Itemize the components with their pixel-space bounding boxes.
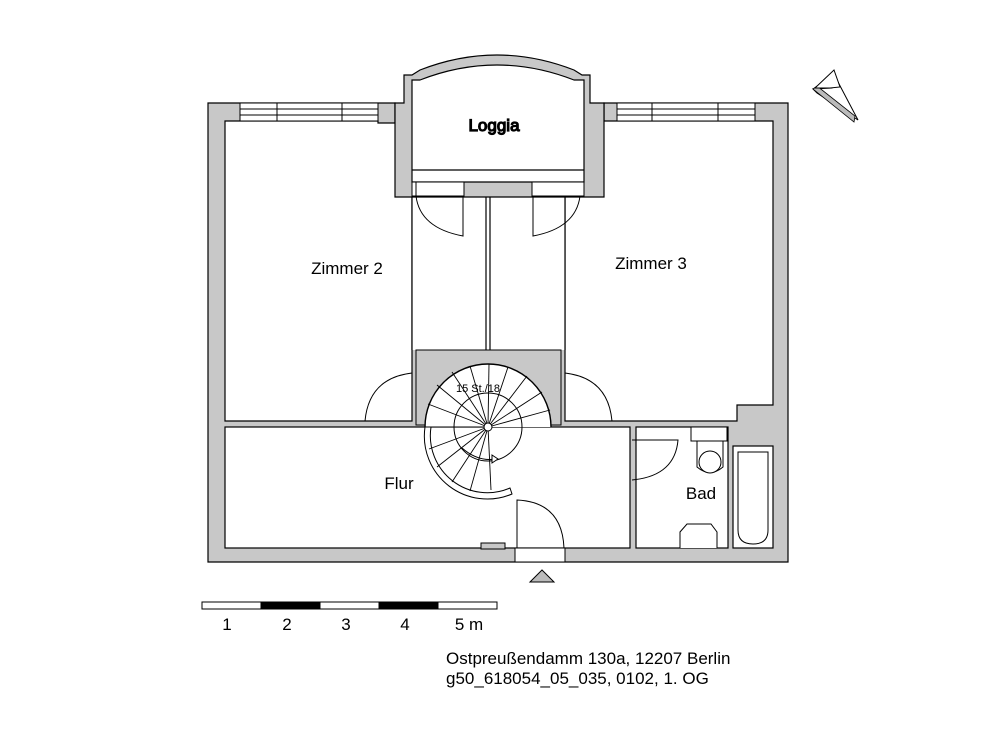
sink — [679, 523, 718, 548]
loggia: Loggia — [394, 54, 605, 198]
scale-tick-2: 2 — [282, 615, 291, 634]
room-label-bad: Bad — [686, 484, 716, 503]
rooms — [224, 120, 774, 549]
address: Ostpreußendamm 130a, 12207 Berlin — [446, 649, 731, 668]
bathtub — [737, 451, 769, 545]
doors — [364, 181, 679, 563]
north-arrow-icon — [811, 69, 859, 123]
entrance-arrow-icon — [528, 569, 556, 583]
toilet-tank — [690, 426, 728, 442]
scale-tick-4: 4 — [400, 615, 409, 634]
scale-tick-3: 3 — [341, 615, 350, 634]
scale-tick-5: 5 m — [455, 615, 483, 634]
windows — [239, 102, 756, 122]
room-label-flur: Flur — [384, 474, 414, 493]
scale-tick-1: 1 — [222, 615, 231, 634]
reference: g50_618054_05_035, 0102, 1. OG — [446, 669, 709, 688]
stair-label: 15 St./18 — [456, 383, 500, 395]
room-label-zimmer-2: Zimmer 2 — [311, 259, 383, 278]
bathroom-fixtures — [679, 426, 769, 548]
plan-info: Ostpreußendamm 130a, 12207 Berlin g50_61… — [446, 649, 730, 689]
room-label-loggia: Loggia — [468, 116, 520, 135]
room-label-zimmer-3: Zimmer 3 — [615, 254, 687, 273]
scale-bar — [201, 601, 498, 610]
spiral-staircase: 15 St./18 — [415, 349, 562, 500]
